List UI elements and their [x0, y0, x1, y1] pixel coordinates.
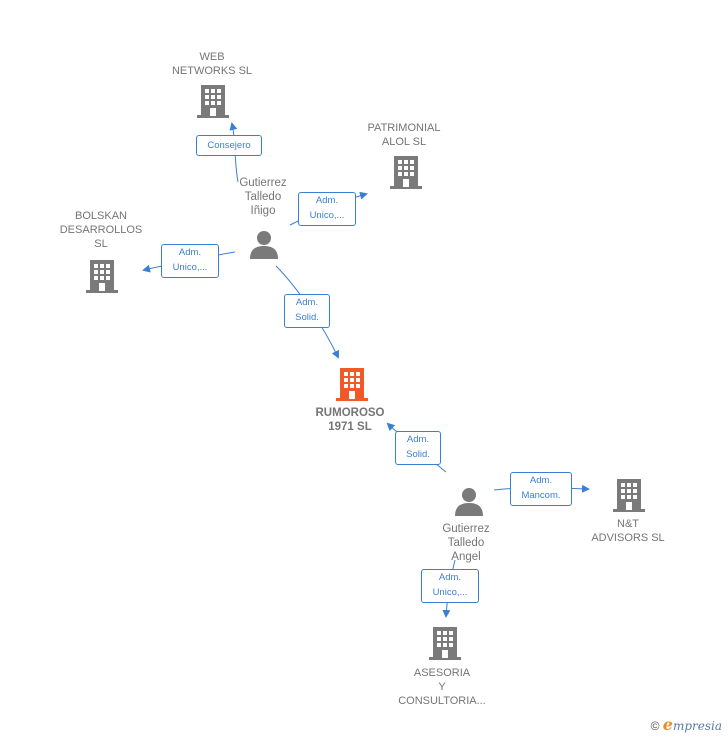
building-icon — [613, 479, 645, 512]
node-label: Gutierrez Talledo Iñigo — [239, 177, 287, 217]
node-label: Gutierrez Talledo Angel — [442, 523, 490, 563]
building-icon — [390, 156, 422, 189]
person-icon — [250, 231, 278, 259]
node-label: RUMOROSO 1971 SL — [315, 407, 385, 433]
person-icon — [455, 488, 483, 516]
edge-label-adm-unico-bolskan[interactable]: Adm. Unico,... — [161, 244, 219, 278]
footer-brand: © empresia — [651, 715, 722, 734]
edge-label-adm-mancom[interactable]: Adm. Mancom. — [510, 472, 572, 506]
building-icon — [197, 85, 229, 118]
edge-label-consejero[interactable]: Consejero — [196, 135, 262, 156]
copyright-icon: © — [650, 719, 660, 733]
brand-logo: empresia — [662, 715, 722, 734]
node-label: ASESORIA Y CONSULTORIA... — [398, 667, 486, 707]
building-icon — [86, 260, 118, 293]
node-label: N&T ADVISORS SL — [591, 518, 665, 544]
edge-label-adm-unico-patrimonial[interactable]: Adm. Unico,... — [298, 192, 356, 226]
node-label: BOLSKAN DESARROLLOS SL — [59, 210, 143, 250]
edge-label-adm-solid-inigo[interactable]: Adm. Solid. — [284, 294, 330, 328]
edge-label-adm-solid-angel[interactable]: Adm. Solid. — [395, 431, 441, 465]
node-label: WEB NETWORKS SL — [171, 51, 253, 77]
edge-label-adm-unico-asesoria[interactable]: Adm. Unico,... — [421, 569, 479, 603]
building-icon — [336, 368, 368, 401]
node-label: PATRIMONIAL ALOL SL — [367, 122, 441, 148]
building-icon — [429, 627, 461, 660]
